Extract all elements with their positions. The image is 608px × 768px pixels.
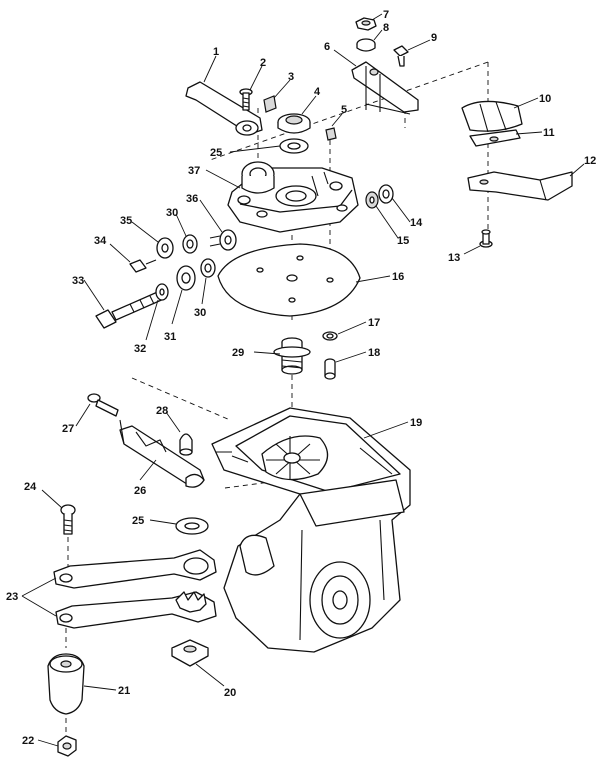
callout-8: 8 (383, 22, 389, 34)
part-screw-2 (239, 88, 253, 111)
callout-16: 16 (392, 271, 404, 283)
callout-4: 4 (314, 86, 321, 98)
part-clip-3 (263, 95, 277, 113)
part-screw-24 (60, 504, 76, 535)
part-lockwasher-15 (365, 191, 379, 209)
callout-3: 3 (288, 71, 294, 83)
part-nut-20 (171, 639, 209, 667)
callout-1: 1 (213, 46, 219, 58)
part-nut-5 (325, 127, 337, 141)
part-housing-19 (211, 407, 411, 653)
part-bolt-18 (324, 358, 336, 380)
callout-19: 19 (410, 417, 422, 429)
callout-17: 17 (368, 317, 380, 329)
callout-26: 26 (134, 485, 146, 497)
part-arms-23 (53, 549, 217, 629)
callout-23: 23 (6, 591, 18, 603)
part-yoke-37 (227, 161, 359, 233)
callout-30-upper: 30 (166, 207, 178, 219)
part-washer-31 (176, 265, 196, 291)
part-cover-10 (461, 100, 523, 133)
callout-13: 13 (448, 252, 460, 264)
part-stud-29 (273, 337, 311, 375)
callout-7: 7 (383, 9, 389, 21)
callout-14: 14 (410, 217, 423, 229)
part-washer-25-upper (279, 138, 309, 154)
callout-15: 15 (397, 235, 409, 247)
callout-37: 37 (188, 165, 200, 177)
callout-25-lower: 25 (132, 515, 144, 527)
part-washer-25-lower (175, 517, 209, 535)
callout-12: 12 (584, 155, 596, 167)
callout-33: 33 (72, 275, 84, 287)
callout-25-upper: 25 (210, 147, 222, 159)
part-lever-handle (185, 81, 263, 136)
callout-34: 34 (94, 235, 107, 247)
part-washer-35 (156, 237, 174, 259)
part-bearing-4 (277, 113, 311, 134)
part-screw-9 (393, 45, 409, 67)
part-bracket-6 (351, 61, 419, 115)
part-plate-16 (217, 243, 361, 317)
callout-31: 31 (164, 331, 176, 343)
callout-27: 27 (62, 423, 74, 435)
callout-32: 32 (134, 343, 146, 355)
part-washer-17 (322, 331, 338, 341)
part-foot-21 (47, 653, 85, 715)
callout-10: 10 (539, 93, 551, 105)
callout-36: 36 (186, 193, 198, 205)
part-bracket-12 (467, 171, 573, 201)
callout-30-lower: 30 (194, 307, 206, 319)
callout-5: 5 (341, 104, 347, 116)
part-knob-28 (179, 433, 193, 456)
callout-28: 28 (156, 405, 168, 417)
callout-11: 11 (543, 127, 555, 139)
part-washer-30-lower (200, 258, 216, 278)
part-screw-13 (479, 229, 493, 248)
part-screw-27 (87, 393, 119, 417)
callout-29: 29 (232, 347, 244, 359)
part-nut-22 (57, 735, 77, 757)
part-washer-14 (378, 184, 394, 204)
callout-6: 6 (324, 41, 330, 53)
part-spacer-36 (209, 229, 237, 251)
callout-9: 9 (431, 32, 437, 44)
callout-35: 35 (120, 215, 132, 227)
part-screw-34 (129, 259, 157, 273)
callout-18: 18 (368, 347, 380, 359)
part-washer-30-upper (182, 234, 198, 254)
callout-2: 2 (260, 57, 266, 69)
part-clip-11 (469, 129, 521, 147)
callout-24: 24 (24, 481, 37, 493)
callout-numbers: 1 2 3 4 5 6 7 8 9 10 11 12 13 14 15 16 1… (6, 9, 596, 747)
part-nut-7 (355, 17, 377, 31)
callout-20: 20 (224, 687, 236, 699)
leader-lines (21, 13, 585, 747)
callout-22: 22 (22, 735, 34, 747)
part-lever-26 (119, 419, 205, 488)
callout-21: 21 (118, 685, 130, 697)
part-washer-32 (155, 283, 169, 301)
part-washer-8 (356, 38, 376, 52)
